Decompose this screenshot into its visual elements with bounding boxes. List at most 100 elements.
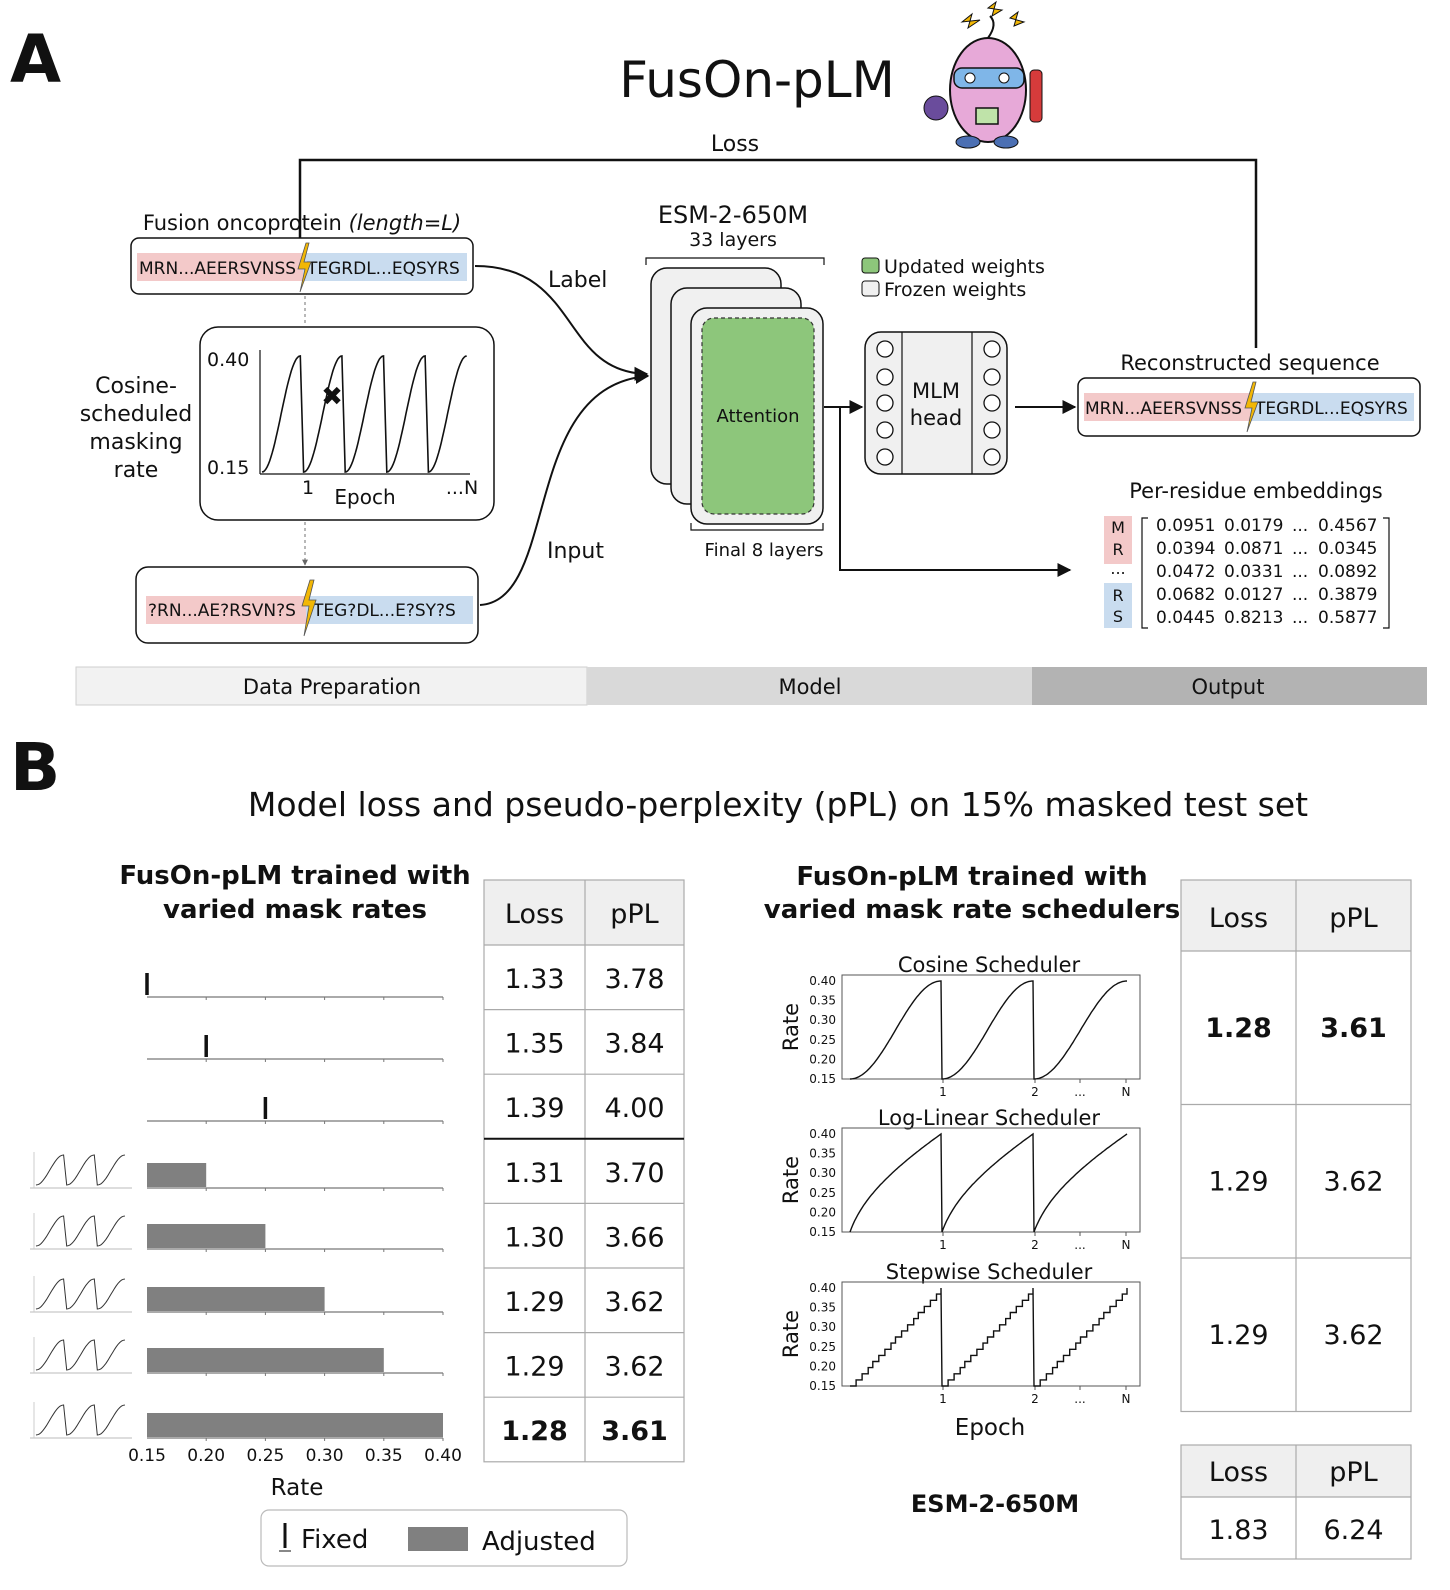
scheduler-x-tick: ... <box>1074 1238 1085 1252</box>
svg-text:Epoch: Epoch <box>334 485 395 509</box>
esm-ppl-value: 6.24 <box>1323 1515 1383 1546</box>
mlm-input-node <box>876 448 894 466</box>
scheduler-x-tick: 2 <box>1031 1238 1039 1252</box>
adjusted-rate-bar <box>147 1287 325 1311</box>
mlm-output-node <box>983 421 1001 439</box>
scheduler-y-tick: 0.40 <box>809 1127 836 1141</box>
table-cell-loss: 1.30 <box>504 1222 564 1253</box>
right-subtitle: FusOn-pLM trained with <box>796 862 1147 892</box>
mlm-input-node <box>876 394 894 412</box>
embedding-value: 0.0345 <box>1318 539 1377 559</box>
masked-seq-right: TEG?DL...E?SY?S <box>312 601 456 621</box>
embedding-value: 0.0331 <box>1224 562 1283 582</box>
input-arrow-text: Input <box>547 539 604 564</box>
breakpoint-bolt-icon <box>297 242 312 293</box>
table-header-ppl: pPL <box>1329 903 1377 934</box>
scheduler-x-tick: 1 <box>939 1392 947 1406</box>
embedding-value: 0.0394 <box>1156 539 1215 559</box>
embeddings-label: Per-residue embeddings <box>1129 479 1383 503</box>
scheduler-curve <box>849 1132 1128 1233</box>
table-cell-ppl: 3.61 <box>601 1416 668 1447</box>
svg-text:Updated weights: Updated weights <box>884 256 1045 278</box>
embedding-value: 0.4567 <box>1318 516 1377 536</box>
scheduler-title: Log-Linear Scheduler <box>878 1106 1101 1130</box>
embedding-value: 0.0951 <box>1156 516 1215 536</box>
embedding-value: ... <box>1292 539 1308 559</box>
rate-tick-label: 0.25 <box>246 1446 284 1466</box>
scheduler-title: Cosine Scheduler <box>898 953 1081 977</box>
loss-loop-line <box>298 158 1258 348</box>
embedding-value: 0.8213 <box>1224 608 1283 628</box>
scheduler-y-tick: 0.30 <box>809 1320 836 1334</box>
scheduler-y-tick: 0.35 <box>809 1147 836 1161</box>
esm-loss-value: 1.83 <box>1208 1515 1268 1546</box>
mlm-output-node <box>983 394 1001 412</box>
scheduler-title: Stepwise Scheduler <box>886 1260 1093 1284</box>
stage-bar: Data Preparation Model Output <box>75 666 1427 706</box>
table-cell-ppl: 4.00 <box>604 1093 664 1124</box>
cosine-label: Cosine- scheduled masking rate <box>80 374 193 483</box>
table-cell-ppl: 3.62 <box>604 1287 664 1318</box>
embedding-value: 0.3879 <box>1318 585 1377 605</box>
weights-legend: Updated weights Frozen weights <box>861 256 1045 301</box>
panel-b-title: Model loss and pseudo-perplexity (pPL) o… <box>248 785 1308 824</box>
table-cell-ppl: 3.61 <box>1320 1013 1387 1044</box>
panel-b-label: B <box>10 729 60 806</box>
table-cell-loss: 1.29 <box>504 1287 564 1318</box>
scheduler-plot-frame <box>841 1127 1141 1233</box>
table-cell-loss: 1.31 <box>504 1158 564 1189</box>
embedding-value: 0.0682 <box>1156 585 1215 605</box>
reconstructed-sequence-box: MRN...AEERSVNSS TEGRDL...EQSYRS <box>1077 377 1421 437</box>
scheduler-y-tick: 0.35 <box>809 994 836 1008</box>
mlm-output-node <box>983 368 1001 386</box>
svg-text:rate: rate <box>114 458 159 483</box>
table-cell-ppl: 3.78 <box>604 964 664 995</box>
embedding-value: ... <box>1292 516 1308 536</box>
svg-text:scheduled: scheduled <box>80 402 193 427</box>
scheduler-y-tick: 0.40 <box>809 974 836 988</box>
label-arrow <box>474 265 649 381</box>
scheduler-x-tick: 2 <box>1031 1085 1039 1099</box>
rate-tick-label: 0.30 <box>306 1446 344 1466</box>
embedding-residue-letter: ... <box>1110 559 1125 578</box>
scheduler-x-tick: N <box>1122 1085 1131 1099</box>
scheduler-charts: Cosine Scheduler 0.40 0.35 0.30 0.25 0.20 0.15… <box>779 953 1141 1406</box>
table-cell-ppl: 3.70 <box>604 1158 664 1189</box>
fusion-sequence-box: MRN...AEERSVNSS TEGRDL...EQSYRS <box>130 237 474 295</box>
table-cell-ppl: 3.66 <box>604 1222 664 1253</box>
left-subtitle-2: varied mask rates <box>163 895 427 925</box>
fusion-seq-right: TEGRDL...EQSYRS <box>306 259 460 279</box>
table-cell-loss: 1.33 <box>504 964 564 995</box>
rate-tick-label: 0.40 <box>424 1446 462 1466</box>
embedding-value: ... <box>1292 608 1308 628</box>
table-cell-ppl: 3.84 <box>604 1029 664 1060</box>
scheduler-y-tick: 0.25 <box>809 1186 836 1200</box>
stage-output: Output <box>1192 675 1265 699</box>
table-cell-ppl: 3.62 <box>604 1352 664 1383</box>
loss-label: Loss <box>711 132 759 157</box>
scheduler-y-tick: 0.25 <box>809 1033 836 1047</box>
panel-a-label: A <box>10 21 61 98</box>
table-cell-loss: 1.28 <box>1205 1013 1272 1044</box>
table-header-loss: Loss <box>1209 903 1268 934</box>
legend-fixed: Fixed <box>301 1525 368 1555</box>
table-header-loss: Loss <box>1209 1457 1268 1488</box>
scheduler-y-tick: 0.20 <box>809 1205 836 1219</box>
scheduler-y-tick: 0.25 <box>809 1340 836 1354</box>
mlm-output-node <box>983 448 1001 466</box>
embedding-value: 0.5877 <box>1318 608 1377 628</box>
legend-adjusted: Adjusted <box>482 1527 596 1557</box>
esm-layer-stack: Attention <box>650 267 824 525</box>
cosine-thumbnail <box>35 1215 125 1247</box>
svg-text:0.15: 0.15 <box>207 457 249 479</box>
scheduler-y-tick: 0.15 <box>809 1379 836 1393</box>
scheduler-y-tick: 0.20 <box>809 1052 836 1066</box>
mlm-input-node <box>876 421 894 439</box>
scheduler-x-tick: 1 <box>939 1238 947 1252</box>
scheduler-x-label: Epoch <box>955 1415 1025 1441</box>
scheduler-y-label: Rate <box>779 1310 803 1358</box>
fusion-seq-left: MRN...AEERSVNSS <box>139 259 296 279</box>
